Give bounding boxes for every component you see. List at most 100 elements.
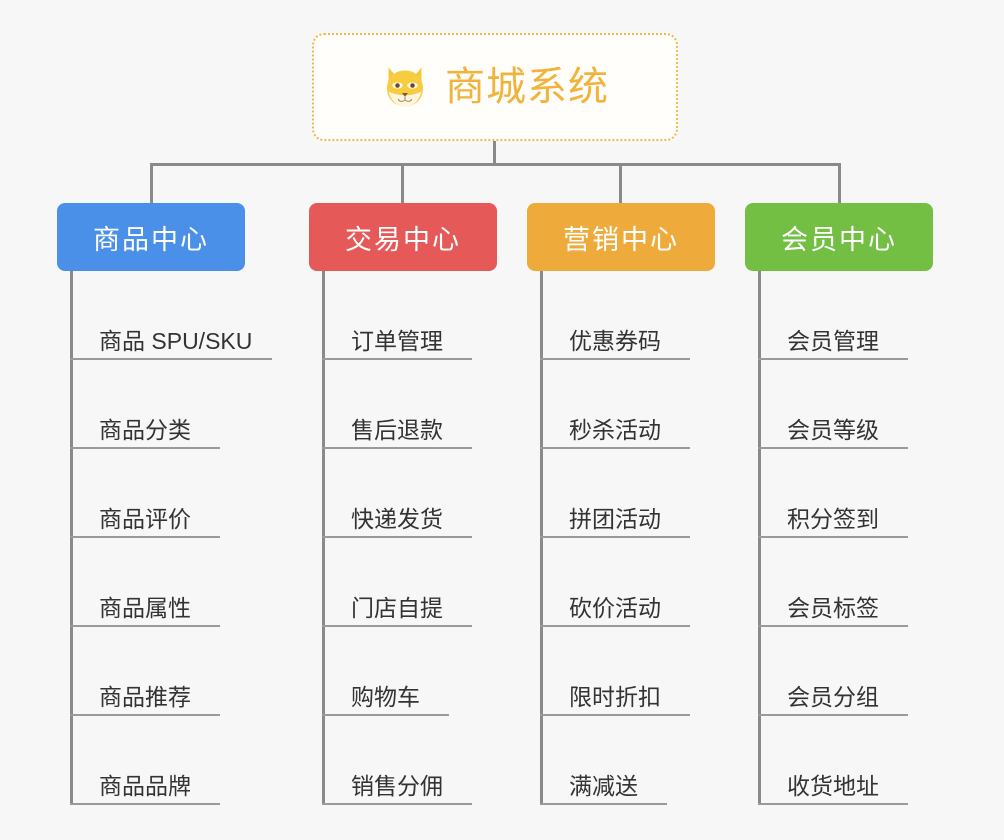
list-item-label: 会员标签 [787, 595, 879, 621]
leaf-underline [322, 625, 472, 627]
shiba-dog-icon [387, 67, 423, 107]
branch-column-3: 营销中心 优惠券码 秒杀活动 拼团活动 砍价活动 限时折扣 [527, 203, 762, 805]
list-item[interactable]: 积分签到 [745, 449, 980, 538]
list-item[interactable]: 会员等级 [745, 360, 980, 449]
list-item-label: 会员管理 [787, 328, 879, 354]
branch-items-2: 订单管理 售后退款 快递发货 门店自提 购物车 销售分佣 [309, 271, 544, 805]
leaf-underline [70, 803, 220, 805]
list-item[interactable]: 限时折扣 [527, 627, 762, 716]
leaf-underline [70, 358, 272, 360]
list-item-label: 优惠券码 [569, 328, 661, 354]
branch-header-label: 交易中心 [345, 224, 461, 255]
list-item-label: 快递发货 [351, 506, 443, 532]
leaf-underline [758, 447, 908, 449]
list-item-label: 满减送 [569, 773, 638, 799]
connector-bus [150, 163, 841, 166]
leaf-underline [540, 447, 690, 449]
connector-drop-4 [838, 163, 841, 205]
leaf-underline [540, 536, 690, 538]
branch-header-2[interactable]: 交易中心 [309, 203, 497, 271]
list-item-label: 商品品牌 [99, 773, 191, 799]
list-item[interactable]: 商品品牌 [57, 716, 317, 805]
leaf-underline [70, 625, 220, 627]
leaf-underline [322, 358, 472, 360]
branch-spine [758, 271, 761, 805]
list-item-label: 商品分类 [99, 417, 191, 443]
list-item[interactable]: 订单管理 [309, 271, 544, 360]
list-item-label: 购物车 [351, 684, 420, 710]
list-item[interactable]: 商品推荐 [57, 627, 317, 716]
list-item-label: 秒杀活动 [569, 417, 661, 443]
leaf-underline [322, 803, 472, 805]
leaf-underline [540, 714, 690, 716]
root-node[interactable]: 商城系统 [312, 33, 678, 141]
branch-column-4: 会员中心 会员管理 会员等级 积分签到 会员标签 会员分组 [745, 203, 980, 805]
branch-header-label: 会员中心 [781, 224, 897, 255]
branch-header-1[interactable]: 商品中心 [57, 203, 245, 271]
list-item[interactable]: 商品 SPU/SKU [57, 271, 317, 360]
list-item-label: 拼团活动 [569, 506, 661, 532]
branch-header-label: 营销中心 [563, 224, 679, 255]
branch-spine [70, 271, 73, 805]
root-title: 商城系统 [445, 65, 609, 109]
leaf-underline [322, 714, 449, 716]
leaf-underline [758, 625, 908, 627]
leaf-underline [758, 714, 908, 716]
list-item[interactable]: 拼团活动 [527, 449, 762, 538]
branch-header-4[interactable]: 会员中心 [745, 203, 933, 271]
leaf-underline [70, 714, 220, 716]
branch-spine [540, 271, 543, 805]
list-item-label: 会员等级 [787, 417, 879, 443]
list-item-label: 门店自提 [351, 595, 443, 621]
list-item[interactable]: 秒杀活动 [527, 360, 762, 449]
list-item[interactable]: 会员标签 [745, 538, 980, 627]
branch-items-4: 会员管理 会员等级 积分签到 会员标签 会员分组 收货地址 [745, 271, 980, 805]
connector-drop-3 [619, 163, 622, 205]
branch-items-1: 商品 SPU/SKU 商品分类 商品评价 商品属性 商品推荐 商品品牌 [57, 271, 317, 805]
list-item[interactable]: 商品属性 [57, 538, 317, 627]
leaf-underline [70, 536, 220, 538]
list-item[interactable]: 快递发货 [309, 449, 544, 538]
list-item[interactable]: 销售分佣 [309, 716, 544, 805]
list-item-label: 砍价活动 [569, 595, 661, 621]
list-item[interactable]: 商品评价 [57, 449, 317, 538]
list-item[interactable]: 优惠券码 [527, 271, 762, 360]
list-item[interactable]: 会员分组 [745, 627, 980, 716]
branch-header-3[interactable]: 营销中心 [527, 203, 715, 271]
leaf-underline [322, 447, 472, 449]
leaf-underline [322, 536, 472, 538]
list-item[interactable]: 售后退款 [309, 360, 544, 449]
leaf-underline [758, 358, 908, 360]
list-item-label: 商品属性 [99, 595, 191, 621]
leaf-underline [70, 447, 220, 449]
leaf-underline [540, 358, 690, 360]
connector-trunk [493, 141, 496, 165]
list-item-label: 限时折扣 [569, 684, 661, 710]
list-item[interactable]: 门店自提 [309, 538, 544, 627]
list-item-label: 售后退款 [351, 417, 443, 443]
leaf-underline [540, 625, 690, 627]
list-item-label: 商品评价 [99, 506, 191, 532]
list-item-label: 销售分佣 [351, 773, 443, 799]
list-item-label: 积分签到 [787, 506, 879, 532]
branch-column-1: 商品中心 商品 SPU/SKU 商品分类 商品评价 商品属性 商品推荐 [57, 203, 317, 805]
list-item[interactable]: 商品分类 [57, 360, 317, 449]
list-item-label: 订单管理 [351, 328, 443, 354]
branch-items-3: 优惠券码 秒杀活动 拼团活动 砍价活动 限时折扣 满减送 [527, 271, 762, 805]
branch-header-label: 商品中心 [93, 224, 209, 255]
list-item[interactable]: 会员管理 [745, 271, 980, 360]
list-item-label: 商品推荐 [99, 684, 191, 710]
leaf-underline [540, 803, 667, 805]
list-item[interactable]: 购物车 [309, 627, 544, 716]
branch-column-2: 交易中心 订单管理 售后退款 快递发货 门店自提 购物车 [309, 203, 544, 805]
connector-drop-2 [401, 163, 404, 205]
leaf-underline [758, 803, 908, 805]
leaf-underline [758, 536, 908, 538]
list-item[interactable]: 砍价活动 [527, 538, 762, 627]
list-item-label: 会员分组 [787, 684, 879, 710]
list-item-label: 收货地址 [787, 773, 879, 799]
connector-drop-1 [150, 163, 153, 205]
list-item[interactable]: 满减送 [527, 716, 762, 805]
list-item[interactable]: 收货地址 [745, 716, 980, 805]
